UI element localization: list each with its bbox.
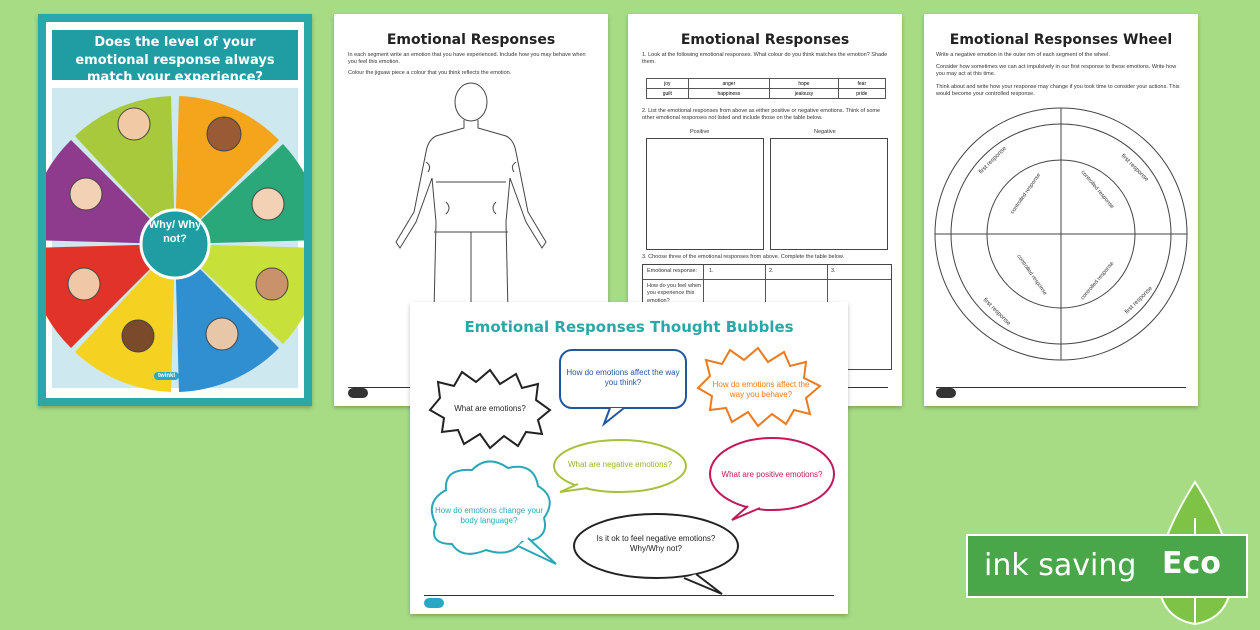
sheet-title: Emotional Responses — [680, 32, 850, 48]
poster-inner: Does the level of your emotional respons… — [46, 22, 304, 398]
footer-line — [936, 387, 1186, 388]
emotion-cell: joy — [646, 78, 689, 89]
bubble-oval-magenta — [709, 437, 835, 511]
emotion-cell: happiness — [687, 88, 771, 99]
bubble-text: What are negative emotions? — [567, 460, 673, 469]
row-label: How do you feel when you experience this… — [647, 283, 702, 304]
column-number: 1. — [709, 268, 714, 274]
face-illustration — [251, 187, 285, 221]
bubble-spiky-black — [428, 368, 552, 450]
wheel-label-controlled: controlled response — [1079, 169, 1114, 210]
poster-wheel — [46, 88, 304, 392]
poster-logo: twinkl — [154, 372, 180, 380]
instruction-text: In each segment write an emotion that yo… — [348, 52, 586, 66]
face-illustration — [69, 177, 103, 211]
eco-banner: ink saving — [966, 534, 1248, 598]
bubble-text: How do emotions affect the way you behav… — [712, 380, 810, 400]
emotion-cell: fear — [837, 78, 887, 89]
positive-label: Positive — [690, 129, 710, 135]
eco-badge-text: Eco — [1162, 546, 1221, 581]
face-illustration — [255, 267, 289, 301]
emotion-wheel: first response first response first resp… — [934, 107, 1188, 361]
face-illustration — [206, 116, 242, 152]
bubble-text: What are emotions? — [454, 404, 526, 413]
emotion-cell: guilt — [646, 88, 689, 99]
wheel-segment-purple — [46, 140, 175, 244]
sheet-title: Emotional Responses Wheel — [949, 32, 1173, 48]
poster-title: Does the level of your emotional respons… — [52, 30, 298, 85]
bubble-spiky-orange — [696, 346, 822, 428]
bubble-shapes — [428, 346, 835, 595]
instruction-text: Think about and write how your response … — [936, 84, 1180, 98]
bubble-text: Is it ok to feel negative emotions? Why/… — [596, 534, 716, 554]
instruction-text: Consider how sometimes we can act impuls… — [936, 64, 1177, 78]
poster-center-text: Why/ Why not? — [148, 219, 202, 246]
bubble-cloud-teal — [430, 460, 551, 555]
emotion-cell: hope — [769, 78, 839, 89]
bubble-oval-lime — [553, 439, 687, 493]
bubble-oval-black — [573, 513, 739, 579]
instruction-text: Write a negative emotion in the outer ri… — [936, 52, 1110, 58]
negative-box — [770, 138, 888, 250]
worksheet-thought-bubbles: Emotional Responses Thought Bubbles What… — [410, 302, 848, 614]
wheel-segment-blue — [175, 244, 279, 392]
twinkl-logo-icon — [348, 388, 368, 398]
question-2: 2. List the emotional responses from abo… — [642, 108, 881, 122]
wheel-label-first-response: first response — [1120, 153, 1150, 183]
wheel-segment-orange — [175, 96, 279, 244]
wheel-label-controlled: controlled response — [1015, 254, 1047, 297]
ink-saving-label: ink saving — [984, 548, 1137, 583]
emotion-cell: anger — [687, 78, 771, 89]
wheel-segment-lime — [75, 96, 175, 244]
body-outline — [395, 82, 547, 312]
negative-label: Negative — [814, 129, 836, 135]
positive-box — [646, 138, 764, 250]
face-illustration — [205, 317, 239, 351]
wheel-segment-yellow — [75, 244, 175, 392]
worksheet-wheel: Emotional Responses Wheel Write a negati… — [924, 14, 1198, 406]
footer-line — [424, 595, 834, 596]
poster: Does the level of your emotional respons… — [38, 14, 312, 406]
face-illustration — [117, 107, 151, 141]
twinkl-logo-icon — [424, 598, 444, 608]
question-3: 3. Choose three of the emotional respons… — [642, 254, 845, 260]
row-label: Emotional response: — [647, 268, 698, 274]
face-illustration — [121, 319, 155, 353]
emotions-table: joy anger hope fear guilt happiness jeal… — [646, 78, 887, 99]
question-1: 1. Look at the following emotional respo… — [642, 52, 888, 66]
wheel-label-controlled: controlled response — [1080, 261, 1115, 302]
emotion-cell: pride — [837, 88, 887, 99]
emotion-cell: jealousy — [769, 88, 839, 99]
bubble-text: What are positive emotions? — [721, 470, 823, 479]
sheet-title: Emotional Responses — [386, 32, 556, 48]
wheel-label-controlled: controlled response — [1010, 172, 1042, 215]
twinkl-logo-icon — [936, 388, 956, 398]
sheet-title: Emotional Responses Thought Bubbles — [464, 318, 794, 336]
bubble-text: How do emotions affect the way you think… — [566, 368, 680, 388]
column-number: 2. — [769, 268, 774, 274]
column-number: 3. — [831, 268, 836, 274]
instruction-text: Colour the jigsaw piece a colour that yo… — [348, 70, 512, 76]
face-illustration — [67, 267, 101, 301]
wheel-label-first-response: first response — [978, 145, 1008, 175]
bubble-text: How do emotions change your body languag… — [434, 506, 544, 526]
